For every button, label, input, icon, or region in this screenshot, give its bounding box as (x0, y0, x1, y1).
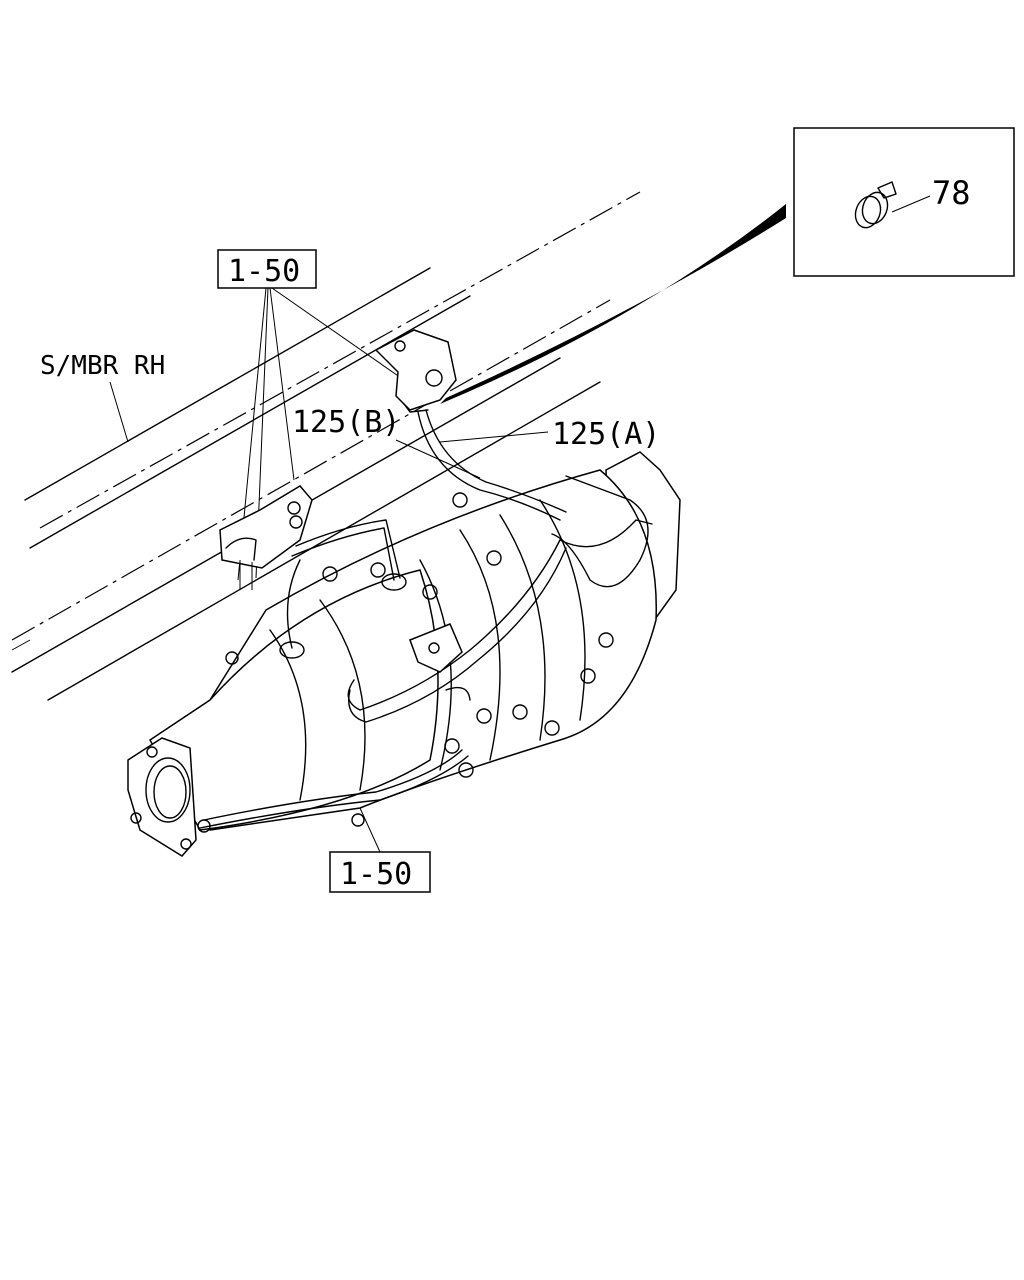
flange-bolts (197, 492, 614, 833)
detail-box (793, 127, 1015, 277)
detail-pointer (440, 204, 786, 404)
pipe-a-leader (439, 431, 549, 443)
ref-top-group: 1-50 (217, 249, 405, 581)
callout-1-50-top: 1-50 (228, 254, 300, 289)
callout-78: 78 (932, 174, 971, 212)
ref-bottom-group: 1-50 (329, 807, 431, 893)
callout-125b: 125(B) (292, 405, 400, 440)
side-member-label: S/MBR RH (40, 351, 165, 381)
callout-125a: 125(A) (552, 417, 660, 452)
side-member-leader (109, 381, 129, 443)
sensor-bracket-left (219, 485, 313, 590)
sensor-bracket-top (374, 329, 457, 413)
clip-detail-inset: 78 (440, 127, 1015, 404)
exhaust-muffler-assembly (127, 451, 681, 857)
pipe-clamp-mid (409, 623, 463, 673)
callout-1-50-bottom: 1-50 (340, 857, 412, 892)
hose-clip-icon (854, 181, 931, 229)
pressure-pipes (286, 409, 653, 723)
